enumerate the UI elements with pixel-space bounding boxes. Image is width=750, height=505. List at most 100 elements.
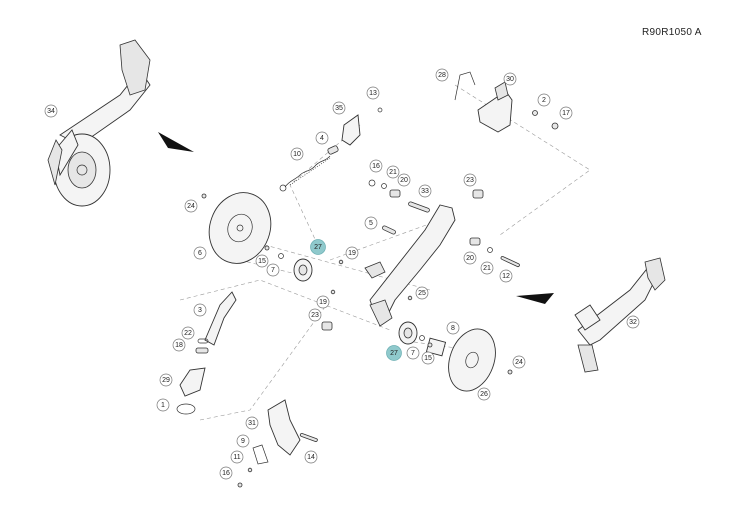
- part-24-bolt-lower: [507, 369, 513, 375]
- callout-number: 7: [271, 267, 275, 274]
- callout-circle: [397, 173, 411, 187]
- callout-circle: [172, 338, 186, 352]
- callout-circle: [316, 295, 330, 309]
- callout-27: 27: [386, 345, 402, 361]
- callout-17: 17: [559, 106, 573, 120]
- callout-circle: [266, 263, 280, 277]
- callout-number: 18: [175, 342, 183, 349]
- callout-circle: [156, 398, 170, 412]
- callout-24: 24: [184, 199, 198, 213]
- part-16-screw-lower: [237, 482, 243, 488]
- callout-circle: [304, 450, 318, 464]
- callout-23: 23: [463, 173, 477, 187]
- callout-10: 10: [290, 147, 304, 161]
- callout-circle: [44, 104, 58, 118]
- callout-number: 23: [466, 177, 474, 184]
- part-7-washer-upper: [278, 253, 284, 259]
- callout-circle: [421, 351, 435, 365]
- part-16-washer: [368, 179, 376, 187]
- callout-number: 15: [424, 355, 432, 362]
- callout-33: 33: [418, 184, 432, 198]
- callout-circle: [310, 239, 326, 255]
- callout-number: 17: [562, 110, 570, 117]
- callout-number: 2: [542, 97, 546, 104]
- callout-circle: [219, 466, 233, 480]
- callout-23: 23: [308, 308, 322, 322]
- callout-21: 21: [386, 165, 400, 179]
- part-35-bracket: [341, 107, 383, 146]
- part-19-bolt-upper: [338, 259, 344, 265]
- callout-number: 21: [483, 265, 491, 272]
- callout-28: 28: [435, 68, 449, 82]
- callout-14: 14: [304, 450, 318, 464]
- callout-number: 24: [515, 359, 523, 366]
- callout-31: 31: [245, 416, 259, 430]
- callout-2: 2: [537, 93, 551, 107]
- callout-number: 19: [348, 250, 356, 257]
- part-18-ring: [195, 347, 209, 354]
- callout-number: 1: [161, 402, 165, 409]
- part-23-bushing: [472, 189, 484, 199]
- callout-19: 19: [316, 295, 330, 309]
- callout-circle: [537, 93, 551, 107]
- callout-16: 16: [369, 159, 383, 173]
- callout-number: 16: [222, 470, 230, 477]
- callout-number: 14: [307, 454, 315, 461]
- callout-21: 21: [480, 261, 494, 275]
- callout-25: 25: [415, 286, 429, 300]
- central-swing-arm: [364, 204, 456, 327]
- part-17-nut: [551, 122, 559, 130]
- callout-32: 32: [626, 315, 640, 329]
- callout-circle: [345, 246, 359, 260]
- part-3-tube: [204, 291, 237, 346]
- part-5-pin: [382, 225, 396, 235]
- part-10-spring: [279, 155, 331, 192]
- callout-15: 15: [421, 351, 435, 365]
- callout-number: 27: [390, 350, 398, 357]
- part-12-bolt: [500, 256, 520, 268]
- part-9-plate: [252, 444, 269, 465]
- callout-12: 12: [499, 269, 513, 283]
- callout-number: 10: [293, 151, 301, 158]
- callout-circle: [499, 269, 513, 283]
- callout-circle: [332, 101, 346, 115]
- callout-circle: [418, 184, 432, 198]
- callout-16: 16: [219, 466, 233, 480]
- callout-number: 16: [372, 163, 380, 170]
- part-21-washer-right: [487, 247, 493, 253]
- callout-13: 13: [366, 86, 380, 100]
- direction-arrow-right: [516, 293, 554, 304]
- part-21-washer: [381, 183, 387, 189]
- callout-8: 8: [446, 321, 460, 335]
- callout-circle: [364, 216, 378, 230]
- callout-number: 20: [400, 177, 408, 184]
- part-20-bushing-right: [469, 237, 481, 246]
- part-26-disc-blade: [448, 328, 496, 392]
- callout-number: 24: [187, 203, 195, 210]
- direction-arrow-left: [158, 132, 194, 152]
- callout-number: 21: [389, 169, 397, 176]
- callout-circle: [184, 199, 198, 213]
- callout-circle: [503, 72, 517, 86]
- callout-number: 33: [421, 188, 429, 195]
- callout-3: 3: [193, 303, 207, 317]
- part-25-bolt: [407, 295, 413, 301]
- callout-number: 15: [258, 258, 266, 265]
- callout-circle: [245, 416, 259, 430]
- part-15-screw-lower: [427, 342, 433, 348]
- part-33-pin: [408, 201, 430, 213]
- part-24-bolt-top: [201, 193, 207, 199]
- callout-15: 15: [255, 254, 269, 268]
- callout-number: 3: [198, 307, 202, 314]
- callout-circle: [159, 373, 173, 387]
- callout-circle: [236, 434, 250, 448]
- callout-number: 26: [480, 391, 488, 398]
- callout-circle: [255, 254, 269, 268]
- part-4-clip: [327, 145, 339, 155]
- part-31-seed-boot: [267, 399, 301, 456]
- callout-number: 35: [335, 105, 343, 112]
- callout-20: 20: [463, 251, 477, 265]
- callout-1: 1: [156, 398, 170, 412]
- callout-number: 25: [418, 290, 426, 297]
